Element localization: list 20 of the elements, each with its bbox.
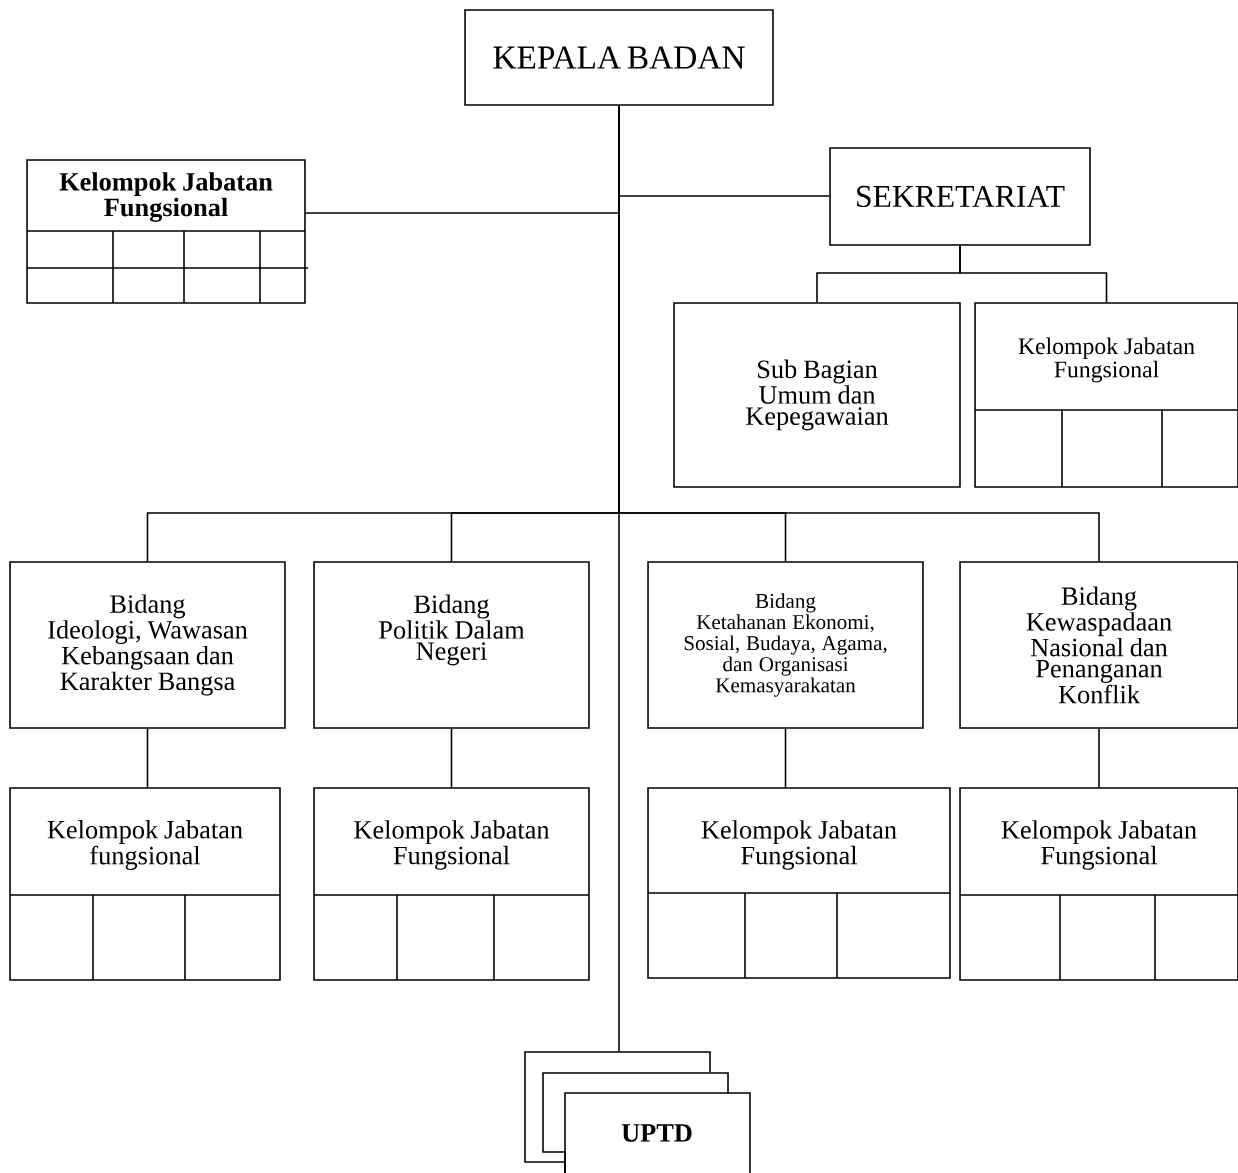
group-box: Kelompok Jabatan Fungsional xyxy=(959,787,1238,981)
org-box: Bidang Kewaspadaan Nasional dan Penanganan Konflik xyxy=(959,561,1238,729)
org-box: Bidang Ideologi, Wawasan Kebangsaan dan Karakter Bangsa xyxy=(9,561,286,729)
org-box: Bidang Politik Dalam Negeri xyxy=(313,561,590,729)
group-box: Kelompok Jabatan Fungsional xyxy=(647,787,951,979)
connector-line xyxy=(618,105,620,1052)
org-box: SEKRETARIAT xyxy=(829,147,1091,246)
connector-line xyxy=(959,245,1108,304)
connector-line xyxy=(1098,728,1100,788)
connector-line xyxy=(450,728,453,788)
org-box: Bidang Ketahanan Ekonomi, Sosial, Budaya, Agama, dan Organisasi Kemasyarakatan xyxy=(647,561,924,729)
org-box: Sub Bagian Umum dan Kepegawaian xyxy=(673,302,961,488)
connector-line xyxy=(784,728,787,788)
group-box: Kelompok Jabatan Fungsional xyxy=(313,787,590,981)
group-box: Kelompok Jabatan fungsional xyxy=(9,787,281,981)
group-box: Kelompok Jabatan Fungsional xyxy=(26,159,309,304)
connector-line xyxy=(146,728,149,788)
org-box: KEPALA BADAN xyxy=(464,9,774,106)
group-box: Kelompok Jabatan Fungsional xyxy=(974,302,1238,488)
stacked-box: UPTD xyxy=(524,1051,751,1173)
